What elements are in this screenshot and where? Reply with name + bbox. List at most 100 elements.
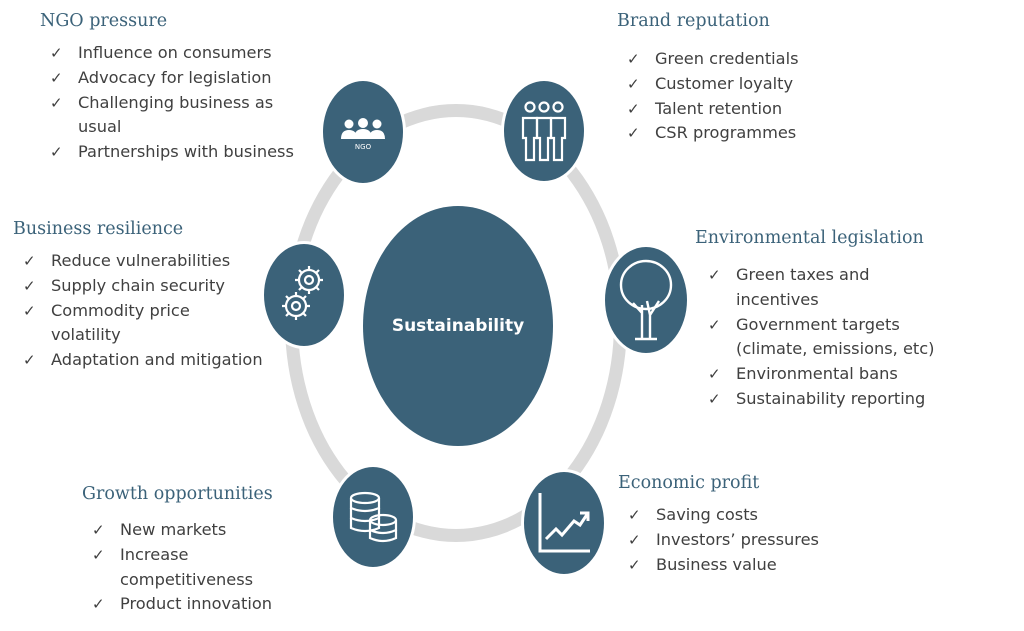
coins-stack-icon (349, 491, 398, 543)
item-text: Advocacy for legislation (78, 67, 272, 87)
check-icon: ✓ (50, 68, 63, 87)
growth-panel: Growth opportunities ✓ New markets ✓ Incre… (82, 483, 322, 617)
list-item: ✓ Product innovation (82, 592, 322, 617)
item-text: Talent retention (655, 98, 783, 118)
item-text: Green credentials (655, 49, 799, 68)
list-item: ✓ Talent retention (617, 97, 857, 122)
check-icon: ✓ (23, 276, 36, 295)
list-item: ✓ Reduce vulnerabilities (13, 249, 263, 274)
environment-panel: Environmental legislation ✓ Green taxes a… (695, 227, 945, 412)
list-item: ✓ Supply chain security (13, 274, 263, 299)
ngo-tag: NGO (354, 143, 372, 151)
list-item: ✓ CSR programmes (617, 121, 857, 146)
check-icon: ✓ (708, 315, 721, 334)
panel-list: ✓ Influence on consumers ✓ Advocacy for le… (40, 41, 305, 165)
list-item: ✓ Environmental bans (698, 362, 945, 387)
check-icon: ✓ (23, 301, 36, 320)
list-item: ✓ Sustainability reporting (698, 387, 945, 412)
check-icon: ✓ (627, 74, 640, 93)
center-label: Sustainability (391, 316, 525, 336)
list-item: ✓ Business value (618, 553, 858, 578)
panel-list: ✓ Green credentials ✓ Customer loyalty ✓ Ta… (617, 47, 857, 146)
list-item: ✓ Influence on consumers (40, 41, 305, 66)
list-item: ✓ Investors’ pressures (618, 528, 858, 553)
resilience-node (261, 241, 347, 349)
check-icon: ✓ (92, 521, 105, 539)
list-item: ✓ Green taxes and incentives (698, 263, 945, 313)
item-text: Sustainability reporting (736, 388, 926, 408)
growth-node (330, 464, 416, 570)
list-item: ✓ Increase competitiveness (82, 543, 322, 593)
item-text: CSR programmes (655, 123, 797, 143)
item-text: Adaptation and mitigation (51, 350, 263, 370)
item-text: Supply chain security (51, 275, 225, 295)
check-icon: ✓ (50, 93, 63, 112)
tree-icon (619, 259, 673, 341)
list-item: ✓ Adaptation and mitigation (13, 348, 263, 373)
ngo-node: NGO (320, 78, 406, 186)
item-text: Product innovation (120, 594, 273, 614)
list-item: ✓ Partnerships with business (40, 140, 305, 165)
list-item: ✓ Saving costs (618, 503, 858, 528)
list-item: ✓ Commodity price volatility (13, 299, 263, 349)
item-text: Environmental bans (736, 364, 898, 384)
panel-title: Economic profit (618, 473, 760, 493)
check-icon: ✓ (628, 506, 641, 524)
economic-panel: Economic profit ✓ Saving costs ✓ Investors… (618, 472, 858, 577)
center-circle: Sustainability (363, 206, 553, 446)
item-text: Reduce vulnerabilities (51, 251, 231, 270)
check-icon: ✓ (708, 389, 721, 408)
item-text: Government targets (climate, emissions, … (736, 314, 935, 359)
list-item: ✓ Green credentials (617, 47, 857, 72)
item-text: Business value (656, 554, 777, 574)
gears-icon (282, 266, 323, 320)
standing-people-icon (521, 101, 567, 162)
check-icon: ✓ (92, 595, 105, 614)
item-text: Increase competitiveness (120, 544, 254, 589)
check-icon: ✓ (628, 555, 641, 574)
people-group-icon (341, 118, 385, 139)
check-icon: ✓ (23, 252, 36, 270)
panel-title: Business resilience (13, 219, 184, 239)
brand-node (501, 78, 587, 184)
panel-list: ✓ Reduce vulnerabilities ✓ Supply chain se… (13, 249, 263, 373)
panel-title: Environmental legislation (695, 228, 924, 248)
panel-title: Brand reputation (617, 11, 770, 31)
list-item: ✓ New markets (82, 518, 322, 543)
item-text: Customer loyalty (655, 73, 794, 93)
item-text: Challenging business as usual (78, 92, 274, 137)
item-text: New markets (120, 520, 227, 539)
item-text: Green taxes and incentives (736, 265, 870, 309)
check-icon: ✓ (92, 545, 105, 564)
economic-node (521, 469, 607, 577)
panel-list: ✓ Green taxes and incentives ✓ Government … (698, 263, 945, 412)
panel-list: ✓ Saving costs ✓ Investors’ pressures ✓ Bus… (618, 503, 858, 577)
rising-chart-icon (538, 493, 590, 553)
resilience-panel: Business resilience ✓ Reduce vulnerabilit… (13, 218, 263, 373)
item-text: Partnerships with business (78, 142, 294, 162)
check-icon: ✓ (708, 365, 721, 384)
list-item: ✓ Advocacy for legislation (40, 66, 305, 91)
list-item: ✓ Customer loyalty (617, 72, 857, 97)
item-text: Saving costs (656, 505, 758, 524)
brand-panel: Brand reputation ✓ Green credentials ✓ Cus… (617, 10, 857, 146)
item-text: Influence on consumers (78, 43, 272, 62)
panel-title: NGO pressure (40, 11, 168, 31)
ngo-panel: NGO pressure ✓ Influence on consumers ✓ Ad… (40, 10, 305, 165)
check-icon: ✓ (628, 530, 641, 549)
check-icon: ✓ (708, 266, 721, 284)
panel-list: ✓ New markets ✓ Increase competitiveness ✓… (82, 518, 322, 617)
panel-title: Growth opportunities (82, 484, 273, 504)
item-text: Commodity price volatility (51, 300, 190, 345)
check-icon: ✓ (23, 351, 36, 370)
check-icon: ✓ (50, 143, 63, 162)
list-item: ✓ Government targets (climate, emissions,… (698, 313, 945, 363)
check-icon: ✓ (627, 99, 640, 118)
check-icon: ✓ (627, 50, 640, 68)
check-icon: ✓ (50, 44, 63, 62)
item-text: Investors’ pressures (656, 529, 819, 549)
list-item: ✓ Challenging business as usual (40, 91, 305, 141)
environment-node (602, 244, 690, 356)
check-icon: ✓ (627, 124, 640, 143)
